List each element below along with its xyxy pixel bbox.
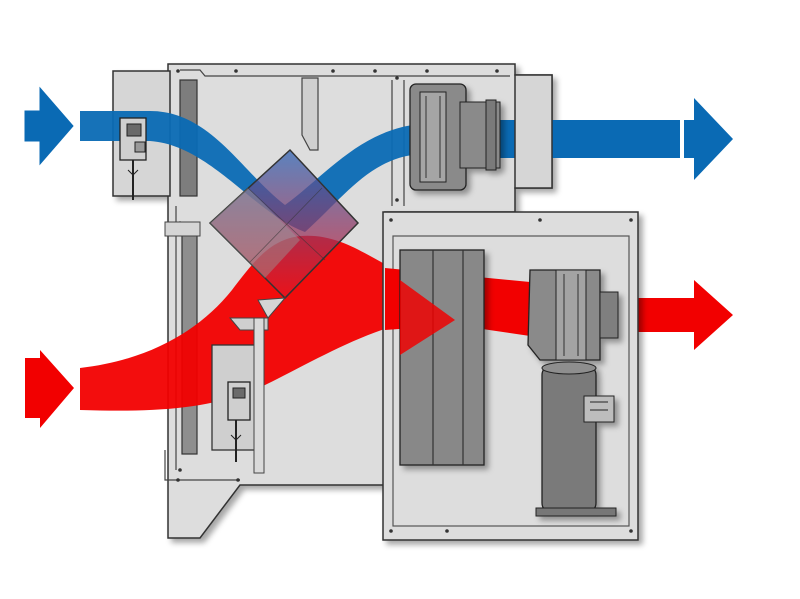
lower-fan [527,269,619,361]
blue-duct-stream [474,120,680,158]
upper-damper-actuator [119,117,147,200]
red-outlet-arrow [684,280,733,350]
lower-module-rivets [389,218,633,533]
blue-outlet-arrow [684,98,733,180]
blue-inlet-arrow [24,86,74,166]
evaporator-coil [399,249,485,466]
cross-flow-heat-exchanger [208,148,360,300]
lower-damper-actuator [211,344,256,462]
upper-duct-housing [514,74,553,189]
compressor [535,361,617,517]
red-inlet-arrow [25,350,74,428]
upper-fan [409,83,501,191]
